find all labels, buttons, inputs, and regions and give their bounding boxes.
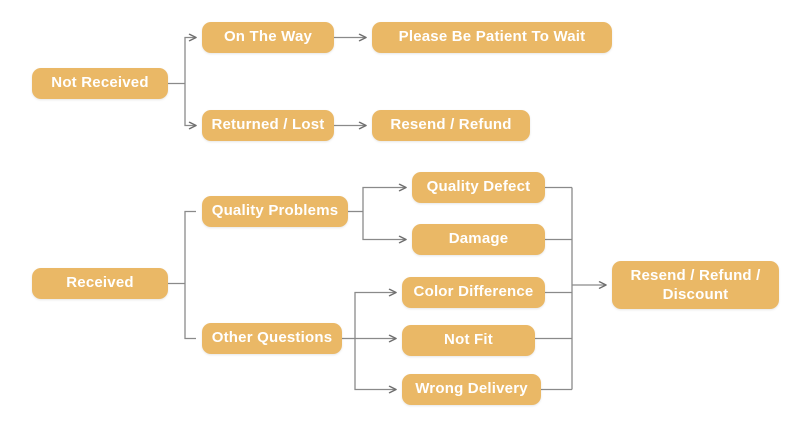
edge-not-received-to-returned-lost (184, 83, 197, 130)
node-not-fit[interactable]: Not Fit (402, 325, 535, 356)
edge-received-to-quality-problems (184, 210, 196, 284)
node-received[interactable]: Received (32, 268, 168, 299)
node-not-received[interactable]: Not Received (32, 68, 168, 99)
node-quality-problems[interactable]: Quality Problems (202, 196, 348, 227)
node-resend-refund[interactable]: Resend / Refund (372, 110, 530, 141)
node-returned-lost[interactable]: Returned / Lost (202, 110, 334, 141)
edge-quality-problems-to-damage (362, 211, 407, 244)
node-on-the-way[interactable]: On The Way (202, 22, 334, 53)
edge-other-questions-to-wrong-delivery (354, 338, 397, 394)
node-quality-defect[interactable]: Quality Defect (412, 172, 545, 203)
edge-received-to-other-questions (184, 283, 196, 340)
node-wrong-delivery[interactable]: Wrong Delivery (402, 374, 541, 405)
node-resend-refund-discount[interactable]: Resend / Refund /Discount (612, 261, 779, 309)
edge-not-received-to-on-the-way (184, 33, 197, 84)
node-damage[interactable]: Damage (412, 224, 545, 255)
node-please-be-patient-to-wait[interactable]: Please Be Patient To Wait (372, 22, 612, 53)
node-other-questions[interactable]: Other Questions (202, 323, 342, 354)
node-color-difference[interactable]: Color Difference (402, 277, 545, 308)
edge-quality-problems-to-quality-defect (362, 183, 407, 212)
edge-other-questions-to-color-difference (354, 288, 397, 339)
